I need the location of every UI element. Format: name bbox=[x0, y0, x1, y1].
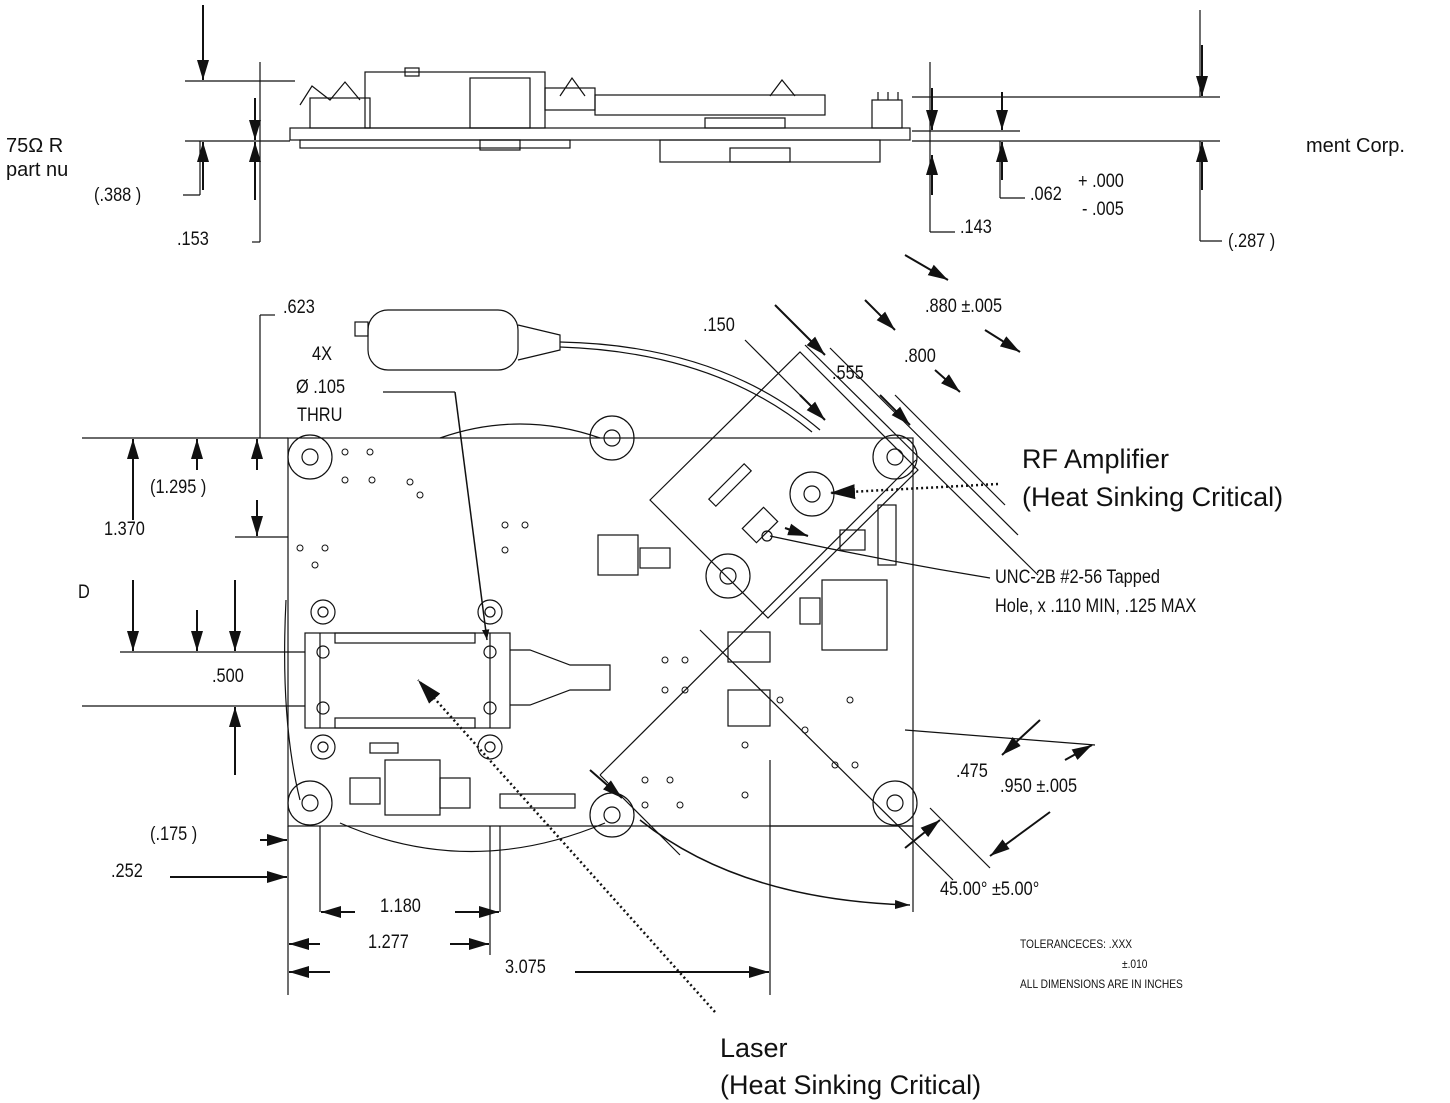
dim-3075: 3.075 bbox=[505, 957, 546, 978]
dim-edge-char: D bbox=[78, 582, 90, 603]
tolerance-line-3: ALL DIMENSIONS ARE IN INCHES bbox=[1020, 977, 1183, 991]
tolerance-line-2: ±.010 bbox=[1122, 957, 1148, 971]
dim-475: .475 bbox=[956, 761, 988, 782]
pcb-vias bbox=[296, 448, 859, 809]
rf-amplifier-title: RF Amplifier bbox=[1022, 444, 1170, 474]
rf-amplifier-note: (Heat Sinking Critical) bbox=[1022, 482, 1284, 512]
drawing-mask-top bbox=[82, 0, 1304, 265]
laser-title: Laser bbox=[720, 1033, 788, 1063]
dim-1180: 1.180 bbox=[380, 896, 421, 917]
header-text-line-1: 75Ω R bbox=[6, 135, 64, 157]
dim-950: .950 ±.005 bbox=[1000, 776, 1078, 797]
laser-note: (Heat Sinking Critical) bbox=[720, 1070, 982, 1100]
angle-dim: 45.00° ±5.00° bbox=[940, 879, 1040, 900]
dim-1295: (1.295 ) bbox=[150, 477, 207, 498]
dim-side-287: (.287 ) bbox=[1228, 231, 1276, 252]
header-text-right: ment Corp. bbox=[1306, 135, 1405, 157]
dim-side-388: (.388 ) bbox=[94, 185, 142, 206]
dim-side-tol-minus: - .005 bbox=[1082, 199, 1124, 220]
dim-side-062: .062 bbox=[1030, 184, 1062, 205]
hole-diameter-label: Ø .105 bbox=[296, 377, 346, 398]
dim-252: .252 bbox=[111, 861, 143, 882]
dim-175: (.175 ) bbox=[150, 824, 198, 845]
top-view bbox=[82, 254, 1096, 1013]
dim-side-153: .153 bbox=[177, 229, 209, 250]
dim-side-143: .143 bbox=[960, 217, 992, 238]
hole-thru-label: THRU bbox=[297, 405, 343, 426]
hole-count-label: 4X bbox=[312, 344, 332, 365]
drawing-mask-main bbox=[82, 265, 1450, 1103]
tolerance-line-1: TOLERANCECES: .XXX bbox=[1020, 937, 1133, 951]
dim-555: .555 bbox=[832, 363, 864, 384]
dim-500: .500 bbox=[212, 666, 244, 687]
dim-1370: 1.370 bbox=[104, 519, 145, 540]
side-view bbox=[183, 5, 1222, 243]
header-text-line-2: part nu bbox=[6, 159, 69, 181]
dim-800: .800 bbox=[904, 346, 936, 367]
tapped-hole-label-1: UNC-2B #2-56 Tapped bbox=[995, 567, 1161, 588]
tapped-hole-label-2: Hole, x .110 MIN, .125 MAX bbox=[995, 596, 1197, 617]
dim-1277: 1.277 bbox=[368, 932, 409, 953]
dim-150: .150 bbox=[703, 315, 735, 336]
dim-side-tol-plus: + .000 bbox=[1078, 171, 1124, 192]
dim-623: .623 bbox=[283, 297, 315, 318]
dim-880: .880 ±.005 bbox=[925, 296, 1003, 317]
